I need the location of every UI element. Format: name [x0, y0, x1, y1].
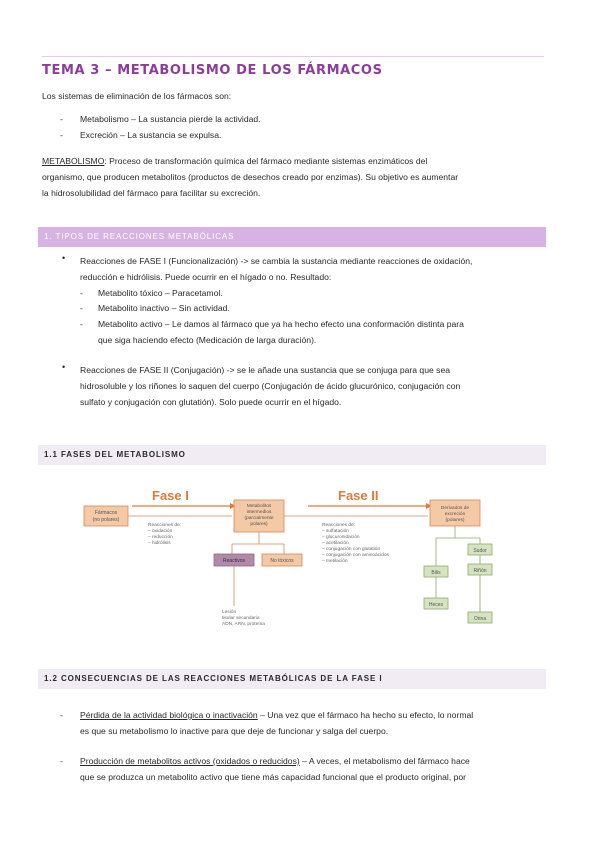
- consequence-2-line-1: Producción de metabolitos activos (oxida…: [80, 753, 470, 769]
- reacciones1-item: – oxidación: [148, 528, 173, 534]
- consequence-2-title: Producción de metabolitos activos (oxida…: [80, 756, 300, 766]
- bilis-label: Bilis: [431, 570, 441, 576]
- definition-text: : Proceso de transformación química del …: [104, 156, 428, 166]
- fase1-title: Fase I: [152, 488, 189, 503]
- dash-marker: -: [80, 303, 83, 313]
- reactivos-label: Reactivos: [223, 558, 245, 564]
- consequence-1-text: – Una vez que el fármaco ha hecho su efe…: [257, 710, 474, 720]
- lesion-label: Lesión: [222, 609, 236, 615]
- reacciones1-heading: Reacciones de:: [148, 522, 181, 528]
- metabolitos-box: [233, 499, 285, 533]
- page-title: TEMA 3 – METABOLISMO DE LOS FÁRMACOS: [42, 63, 383, 78]
- fase1-item-activo: Metabolito activo – Le damos al fármaco …: [98, 319, 464, 329]
- sudor-label: Sudor: [473, 548, 487, 554]
- rinon-label: Riñón: [473, 568, 486, 574]
- metabolitos-label: intermedios: [247, 509, 272, 515]
- lesion-label: tisular secundaria: [222, 615, 260, 621]
- reacciones2-item: – conjugación con glutatión: [322, 546, 380, 552]
- fase2-line-3: sulfato y conjugación con glutatión). So…: [80, 397, 342, 407]
- farmacos-label: Fármacos: [95, 510, 118, 516]
- orina-label: Orina: [474, 616, 486, 622]
- dash-marker: -: [60, 130, 63, 140]
- dash-marker: -: [80, 288, 83, 298]
- consequence-1-line-1: Pérdida de la actividad biológica o inac…: [80, 707, 473, 723]
- metabolitos-label: polares): [250, 521, 268, 527]
- consequence-1-title: Pérdida de la actividad biológica o inac…: [80, 710, 258, 720]
- definition-term: METABOLISMO: [42, 156, 105, 166]
- fase1-item-inactivo: Metabolito inactivo – Sin actividad.: [98, 303, 230, 313]
- metabolitos-label: (parcialmente: [244, 515, 273, 521]
- definition-line-3: la hidrosolubilidad del fármaco para fac…: [42, 188, 261, 198]
- no-toxicos-box: [261, 553, 303, 567]
- intro-item-metabolismo: Metabolismo – La sustancia pierde la act…: [80, 114, 261, 124]
- reacciones1-item: – reducción: [148, 534, 173, 540]
- section-1-1-heading-band: 1.1 FASES DEL METABOLISMO: [38, 445, 546, 465]
- derivados-label: excreción: [445, 511, 466, 517]
- derivados-label: (polares): [446, 517, 465, 523]
- metabolitos-label: Metabolitos: [247, 503, 272, 509]
- bullet-marker: •: [62, 362, 66, 372]
- bullet-marker: •: [62, 253, 66, 263]
- fase1-line-2: reducción e hidrólisis. Puede ocurrir en…: [80, 272, 332, 282]
- intro-text: Los sistemas de eliminación de los fárma…: [42, 91, 232, 101]
- fase2-line-1: Reacciones de FASE II (Conjugación) -> s…: [80, 365, 451, 375]
- section-1-heading-band: 1. TIPOS DE REACCIONES METABÓLICAS: [38, 227, 546, 247]
- consequence-2-text: – A veces, el metabolismo del fármaco ha…: [299, 756, 470, 766]
- dash-marker: -: [60, 756, 63, 766]
- farmacos-box: [83, 505, 129, 527]
- no-toxicos-label: No tóxicos: [270, 558, 294, 564]
- farmacos-sublabel: (no polares): [93, 517, 120, 523]
- intro-item-excrecion: Excreción – La sustancia se expulsa.: [80, 130, 222, 140]
- reacciones1-item: – hidrólisis: [148, 540, 171, 546]
- derivados-label: Derivados de: [441, 505, 470, 511]
- fase1-line-1: Reacciones de FASE I (Funcionalización) …: [80, 256, 473, 266]
- reacciones2-item: – sulfatación: [322, 528, 349, 534]
- dash-marker: -: [60, 114, 63, 124]
- dash-marker: -: [60, 710, 63, 720]
- fase1-item-toxico: Metabolito tóxico – Paracetamol.: [98, 288, 223, 298]
- reacciones2-item: – conjugación con aminoácidos: [322, 552, 390, 558]
- lesion-label: ADN, ARN, proteína: [222, 621, 265, 627]
- definition-line-2: organismo, que producen metabolitos (pro…: [42, 172, 459, 182]
- reacciones2-item: – acetilación: [322, 540, 349, 546]
- heces-box: [423, 597, 449, 610]
- section-1-2-heading: 1.2 CONSECUENCIAS DE LAS REACCIONES META…: [44, 674, 383, 683]
- fase2-title: Fase II: [338, 488, 378, 503]
- consequence-1-line-2: es que su metabolismo lo inactive para q…: [80, 726, 389, 736]
- orina-box: [467, 611, 493, 624]
- reacciones2-item: – metilación: [322, 558, 348, 564]
- reacciones2-item: – glucuronidación: [322, 534, 360, 540]
- fase1-item-activo-cont: que siga haciendo efecto (Medicación de …: [98, 335, 317, 345]
- reacciones2-heading: Reacciones de:: [322, 522, 355, 528]
- fase1-arrowhead: [230, 503, 236, 509]
- consequence-2-line-2: que se produzca un metabolito activo que…: [80, 772, 467, 782]
- fase2-arrowhead: [426, 503, 432, 509]
- section-1-heading: 1. TIPOS DE REACCIONES METABÓLICAS: [44, 232, 235, 241]
- section-1-1-heading: 1.1 FASES DEL METABOLISMO: [44, 450, 186, 459]
- definition-line-1: METABOLISMO: Proceso de transformación q…: [42, 153, 542, 169]
- heces-label: Heces: [429, 602, 444, 608]
- metabolism-phases-diagram: Fase I Fase II Fármacos (no polares) Rea…: [83, 488, 493, 627]
- section-1-2-heading-band: 1.2 CONSECUENCIAS DE LAS REACCIONES META…: [38, 669, 546, 689]
- fase2-line-2: hidrosoluble y los riñones lo saquen del…: [80, 381, 461, 391]
- title-rule: [42, 56, 544, 57]
- dash-marker: -: [80, 319, 83, 329]
- derivados-box: [429, 499, 481, 527]
